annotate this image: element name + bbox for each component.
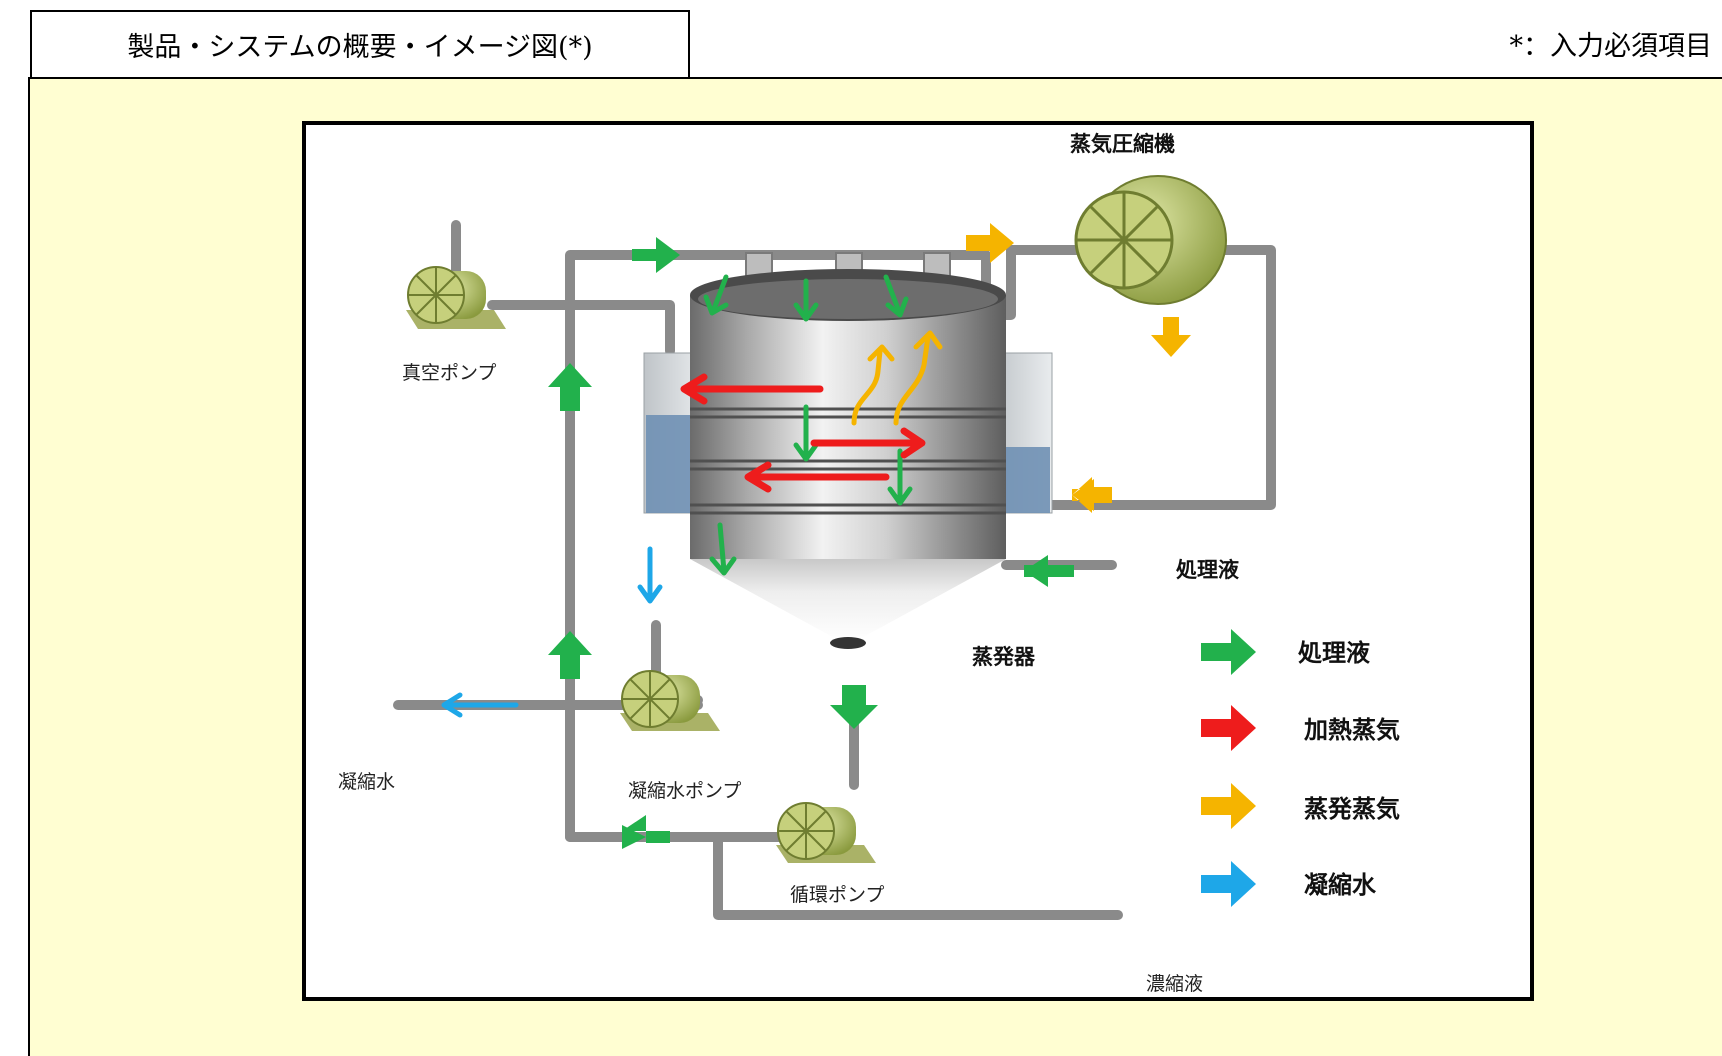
flow-arrows (548, 223, 1191, 849)
legend-label: 凝縮水 (1304, 871, 1377, 899)
legend-label: 加熱蒸気 (1304, 716, 1400, 744)
legend-item-condensate: 凝縮水 (1201, 861, 1377, 907)
section-title-text: 製品・システムの概要・イメージ図(*) (127, 32, 593, 63)
condensate-pump (620, 670, 720, 731)
vacuum-pump-label: 真空ポンプ (402, 362, 496, 384)
thin-flow-arrows (441, 274, 943, 718)
compressor-label: 蒸気圧縮機 (1070, 132, 1175, 156)
green-arrow-icon (1201, 629, 1256, 675)
condensate-pump-label: 凝縮水ポンプ (628, 780, 741, 802)
red-arrow-icon (1201, 705, 1256, 751)
concentrate-label: 濃縮液 (1146, 973, 1203, 995)
section-tab-title: 製品・システムの概要・イメージ図(*) (30, 10, 690, 77)
legend: 処理液 加熱蒸気 蒸発蒸気 凝縮水 (1201, 629, 1400, 907)
legend-item-heating-steam: 加熱蒸気 (1201, 705, 1400, 751)
blue-arrow-icon (1201, 861, 1256, 907)
steam-compressor (1074, 175, 1227, 305)
process-liquid-label: 処理液 (1176, 558, 1239, 582)
orange-arrow-icon (1201, 783, 1256, 829)
circulation-pump-label: 循環ポンプ (790, 884, 884, 906)
evaporator-label: 蒸発器 (972, 645, 1036, 669)
evaporator-vessel (643, 269, 1053, 649)
legend-item-process-liquid: 処理液 (1201, 629, 1370, 675)
required-note: *：入力必須項目 (1509, 31, 1713, 62)
vacuum-pump (406, 266, 506, 329)
legend-label: 蒸発蒸気 (1304, 795, 1400, 823)
legend-item-evaporated-steam: 蒸発蒸気 (1201, 783, 1400, 829)
legend-label: 処理液 (1298, 639, 1370, 667)
system-diagram: 蒸気圧縮機 真空ポンプ 処理液 蒸発器 凝縮水 凝縮水ポンプ 循環ポンプ 濃縮液… (302, 121, 1534, 1001)
circulation-pump (776, 802, 876, 863)
condensate-label: 凝縮水 (338, 771, 395, 793)
